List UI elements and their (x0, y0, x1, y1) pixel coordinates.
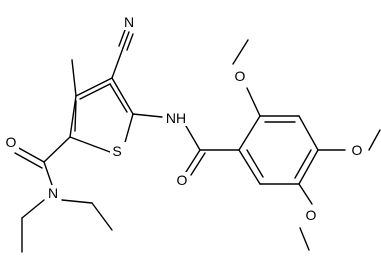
diethylamide-nitrogen-label: N (48, 185, 58, 201)
bond-carbonyl-o (185, 149, 201, 173)
bond-n-ethyl2-a (61, 199, 93, 204)
bond-layer (14, 29, 381, 253)
bond-ar5-o (298, 183, 313, 205)
bond-n-ethyl1-a (21, 199, 45, 219)
bond-ar6-ar1 (238, 149, 261, 185)
bond-c3-c2 (69, 95, 77, 138)
bond-ar3-ar4 (298, 115, 319, 151)
bond-camide-n (43, 161, 53, 186)
bond-o-me-4 (368, 129, 381, 151)
bond-c2-s-inner (74, 100, 77, 132)
bond-camide-o-double (14, 152, 43, 169)
bond-cn-triple-b (118, 29, 126, 47)
bond-o-me-5 (299, 227, 310, 251)
methoxy-5-oxygen-label: O (306, 207, 317, 223)
benzamide-oxygen-label: O (177, 172, 188, 188)
bond-c5-c4-inner (109, 83, 128, 113)
carboxamide-oxygen-label: O (6, 134, 17, 150)
bond-ar1-ar2 (238, 115, 261, 151)
bond-c5-nh (132, 113, 163, 118)
atom-label-layer: N NH S O N O O O O (3, 14, 366, 223)
amide-nh-label: NH (166, 110, 186, 126)
bond-cn-triple-a (122, 31, 130, 49)
bond-c4-c3-inner (79, 83, 111, 100)
bond-ar4-ar5 (298, 149, 319, 185)
bond-carbonyl-o-double (190, 152, 206, 176)
bond-camide-o (16, 146, 45, 163)
methoxy-4-oxygen-label: O (352, 142, 363, 158)
bond-ar2-o (246, 87, 261, 117)
bond-c2-camide (43, 136, 71, 163)
bond-s-c5 (123, 113, 134, 147)
bond-c4-c3 (75, 77, 113, 97)
bond-c4-cn (111, 47, 124, 79)
bond-c5-c4 (111, 77, 134, 115)
bond-cn-triple-c (126, 33, 134, 51)
bond-n-ethyl2-b (91, 202, 113, 231)
bond-ar6-ar1-inner (246, 149, 264, 178)
nitrile-nitrogen-label: N (124, 14, 134, 30)
bond-c3-methyl (71, 59, 77, 97)
thiophene-sulfur-label: S (112, 143, 121, 159)
bond-c2-s (69, 136, 111, 153)
bond-o-me-2 (232, 39, 249, 65)
bond-ar4-ar5-inner (294, 149, 312, 179)
methoxy-2-oxygen-label: O (235, 68, 246, 84)
bond-nh-carbonyl (185, 125, 201, 151)
